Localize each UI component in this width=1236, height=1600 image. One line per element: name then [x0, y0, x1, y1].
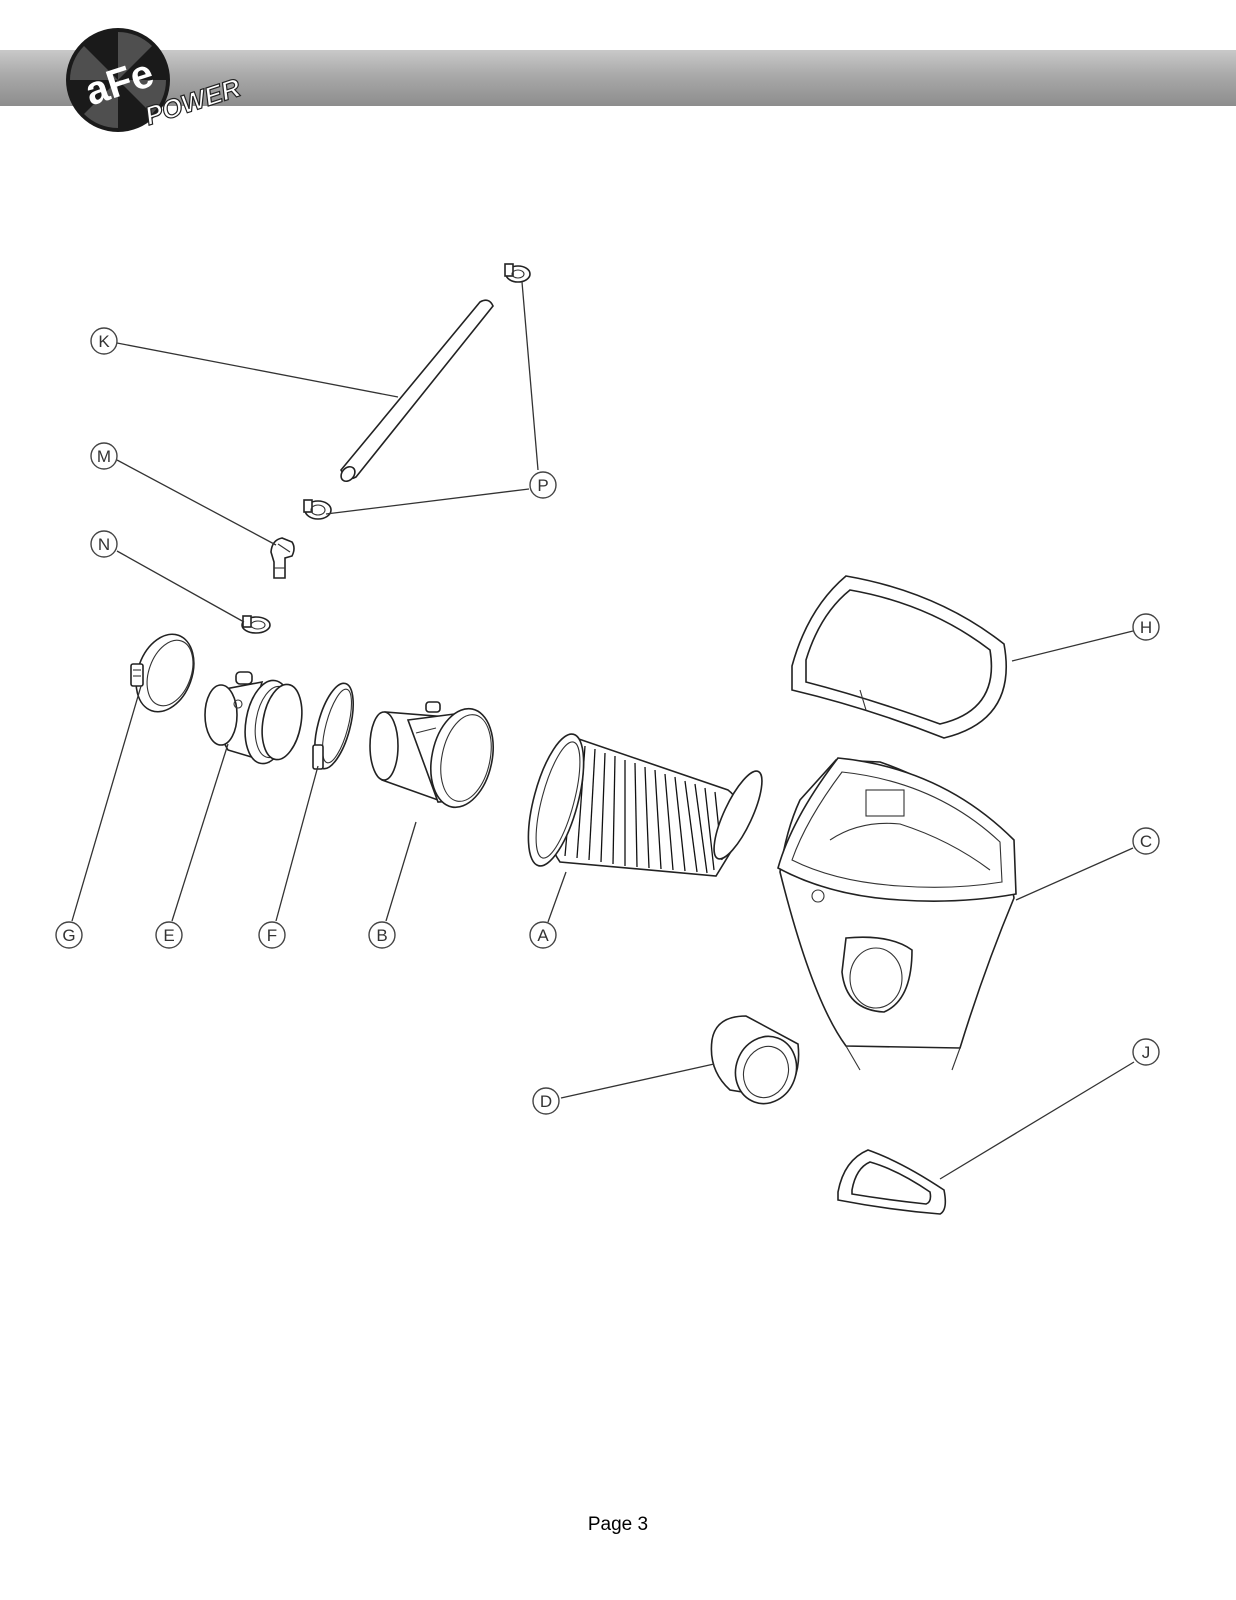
svg-text:M: M [97, 447, 111, 466]
part-g-band-clamp [130, 633, 195, 713]
leader-c [1015, 847, 1134, 901]
leader-f [275, 765, 319, 922]
callout-a: A [529, 921, 557, 949]
part-d-inlet-duct [710, 1015, 800, 1105]
part-h-top-seal [791, 575, 1008, 739]
svg-text:G: G [62, 926, 75, 945]
svg-text:A: A [537, 926, 549, 945]
leader-a [547, 871, 567, 923]
callout-j: J [1132, 1038, 1160, 1066]
part-k-hose [340, 299, 494, 483]
svg-text:B: B [376, 926, 387, 945]
leader-p-bottom [325, 488, 530, 515]
svg-text:C: C [1140, 832, 1152, 851]
callout-b: B [368, 921, 396, 949]
callout-h: H [1132, 613, 1160, 641]
part-p-clamp-top [504, 263, 531, 283]
page-number: Page 3 [587, 1514, 649, 1535]
part-p-clamp-bottom [303, 499, 332, 520]
callout-c: C [1132, 827, 1160, 855]
svg-text:H: H [1140, 618, 1152, 637]
svg-text:K: K [98, 332, 110, 351]
leader-h [1011, 630, 1134, 662]
svg-text:D: D [540, 1092, 552, 1111]
svg-text:F: F [267, 926, 277, 945]
part-n-small-clamp [241, 615, 271, 634]
callout-g: G [55, 921, 83, 949]
part-f-band-clamp [312, 682, 354, 770]
part-e-maf-housing [204, 671, 303, 765]
callout-e: E [155, 921, 183, 949]
part-j-lower-seal [837, 1149, 947, 1215]
callout-p: P [529, 471, 557, 499]
leader-d [560, 1063, 715, 1099]
leader-m [116, 459, 277, 546]
part-a-air-filter [527, 733, 763, 877]
leader-n [116, 550, 245, 623]
leader-j [939, 1061, 1135, 1180]
callout-k: K [90, 327, 118, 355]
leader-p-top [521, 281, 539, 471]
afe-power-logo: aFe POWER [66, 28, 245, 132]
part-c-airbox [777, 757, 1017, 1071]
leader-k [116, 342, 399, 398]
leader-g [71, 685, 142, 922]
callout-f: F [258, 921, 286, 949]
callout-n: N [90, 530, 118, 558]
callout-m: M [90, 442, 118, 470]
leader-b [385, 821, 417, 922]
header-bar [0, 50, 1236, 106]
svg-text:J: J [1142, 1043, 1151, 1062]
callout-d: D [532, 1087, 560, 1115]
leader-e [171, 743, 229, 922]
part-b-coupler [369, 701, 494, 809]
svg-text:N: N [98, 535, 110, 554]
svg-text:P: P [537, 476, 548, 495]
svg-text:E: E [163, 926, 174, 945]
